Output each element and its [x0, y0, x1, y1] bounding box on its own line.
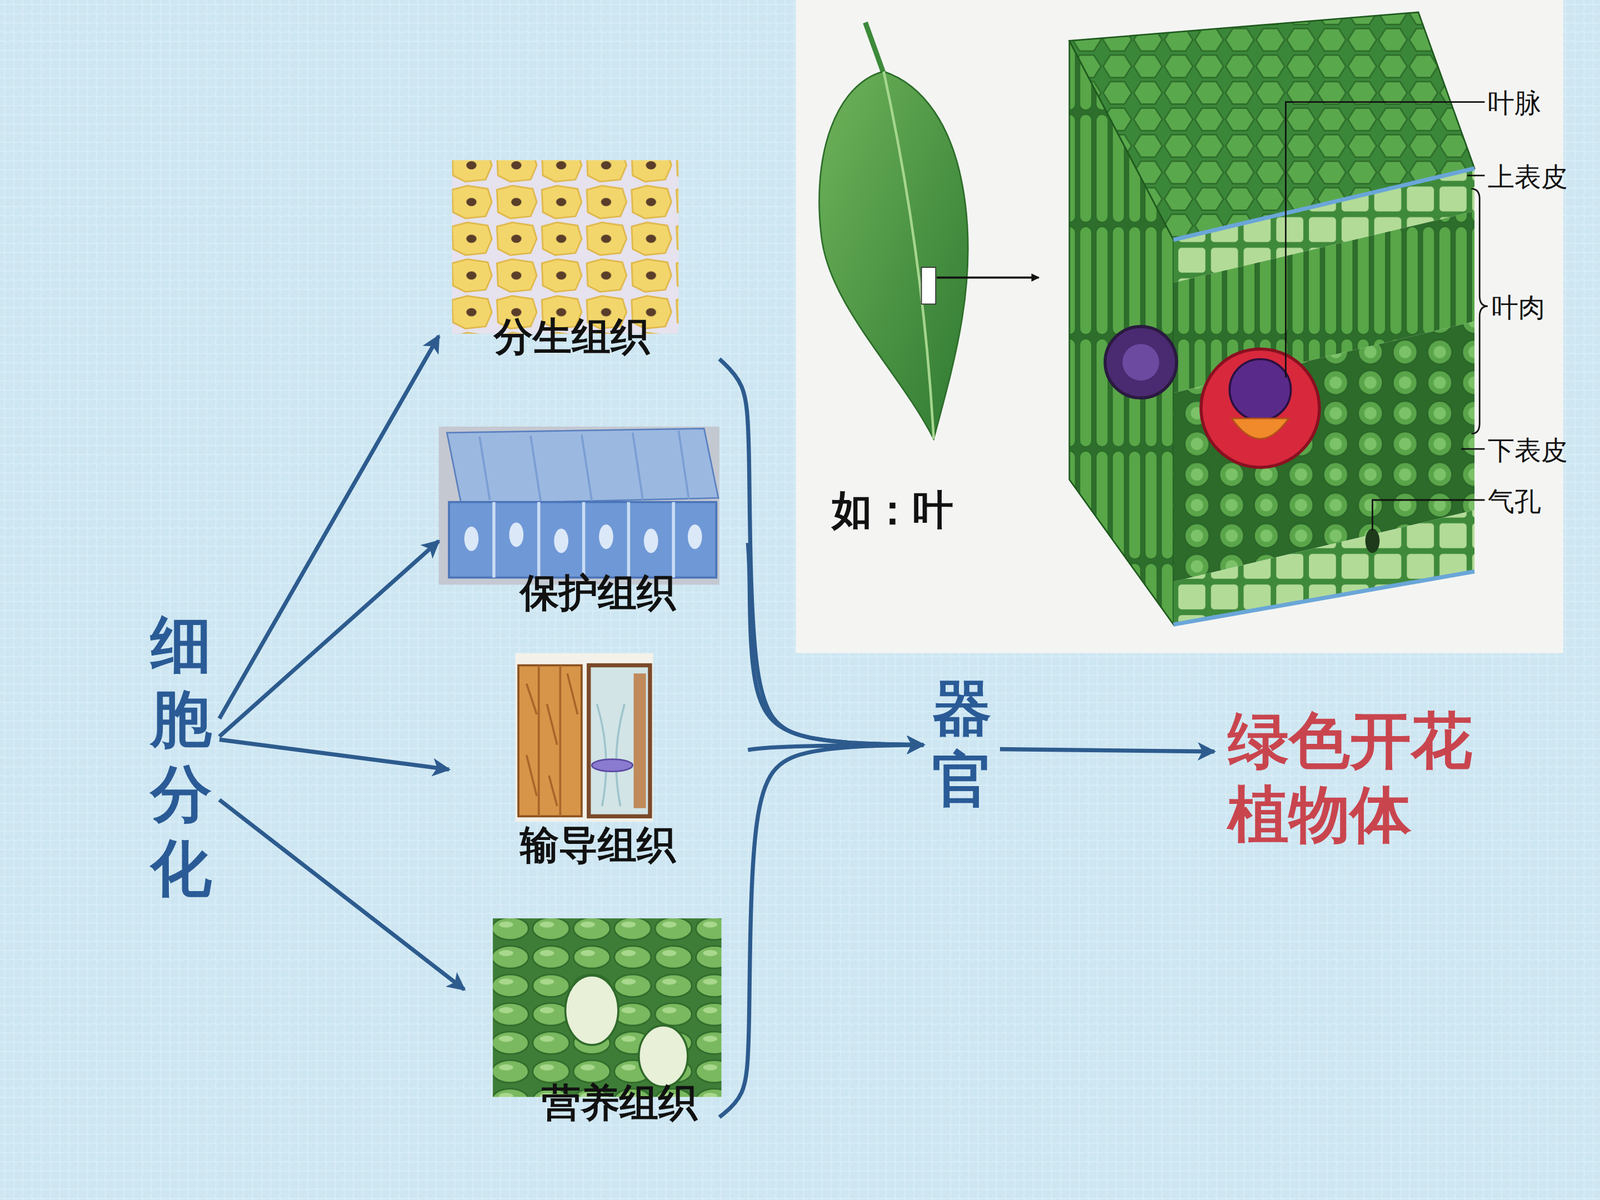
node-text: 绿色开花植物体	[1227, 703, 1494, 851]
part-label: 气孔	[1487, 483, 1542, 520]
cut-cell	[565, 975, 619, 1045]
organ-label: 器官	[923, 673, 1000, 817]
side-vein	[1105, 326, 1177, 399]
parenchyma-illustration	[492, 918, 722, 1097]
node-text: 器官	[923, 673, 1000, 816]
flow-arrow	[219, 541, 439, 737]
leaf-blade	[819, 71, 969, 439]
node-text: 保护组织	[485, 569, 710, 617]
flow-arrow	[747, 542, 924, 745]
zoom-arrow	[936, 276, 1039, 279]
xylem	[1229, 359, 1291, 421]
process-label: 细胞分化	[142, 607, 220, 909]
flow-arrow	[219, 800, 465, 990]
leader-line	[1461, 448, 1485, 450]
cut-section-marker	[921, 267, 937, 304]
vessel-striation	[526, 665, 578, 817]
part-label: 叶肉	[1491, 290, 1545, 326]
lower-epidermis	[1173, 510, 1475, 625]
leaf-panel	[796, 0, 1564, 654]
leader-line	[1285, 102, 1485, 378]
part-label: 下表皮	[1487, 432, 1568, 469]
leader-line	[1372, 500, 1485, 531]
flow-arrow	[719, 358, 924, 745]
side-vein-core	[1122, 343, 1159, 381]
cell-wall	[493, 502, 674, 578]
sieve-plate	[591, 759, 633, 772]
cytoplasm-strand	[596, 703, 625, 807]
leaf-midrib	[883, 71, 934, 439]
node-text: 输导组织	[485, 821, 710, 869]
phloem	[1231, 418, 1289, 439]
protective-top-face	[446, 428, 719, 504]
node-text: 分生组织	[459, 313, 684, 360]
tissue-box: 保护组织	[438, 426, 749, 621]
lower-cuticle	[1173, 571, 1475, 625]
protective-backdrop	[438, 426, 720, 585]
cell-striation	[479, 430, 689, 503]
stoma	[1365, 528, 1380, 553]
upper-cuticle	[1173, 168, 1475, 240]
sieve-tube	[588, 665, 650, 817]
meristem-illustration	[452, 160, 679, 334]
example-label: 如：叶	[831, 482, 954, 539]
cell-nuclei	[464, 522, 703, 553]
leaf-petiole	[865, 22, 884, 74]
companion-cell	[633, 673, 647, 808]
cut-cell	[638, 1025, 688, 1087]
flow-arrow	[219, 739, 449, 770]
vessel-bundle	[518, 665, 582, 817]
node-text: 营养组织	[507, 1079, 732, 1127]
leader-line	[1467, 175, 1485, 177]
tissue-box: 输导组织	[448, 651, 748, 871]
protective-front-face	[448, 502, 717, 578]
flow-arrow	[219, 336, 439, 719]
part-label: 叶脉	[1487, 85, 1542, 122]
conducting-backdrop	[515, 653, 654, 822]
leaf-vein	[1201, 348, 1320, 468]
tissue-box: 分生组织	[438, 158, 720, 368]
bracket	[1471, 188, 1488, 434]
tissue-box: 营养组织	[464, 916, 720, 1126]
organism-label: 绿色开花植物体	[1214, 703, 1511, 858]
part-label: 上表皮	[1487, 159, 1568, 195]
node-text: 细胞分化	[142, 607, 220, 907]
flow-arrow	[1000, 749, 1215, 752]
flow-arrow	[719, 745, 924, 1118]
